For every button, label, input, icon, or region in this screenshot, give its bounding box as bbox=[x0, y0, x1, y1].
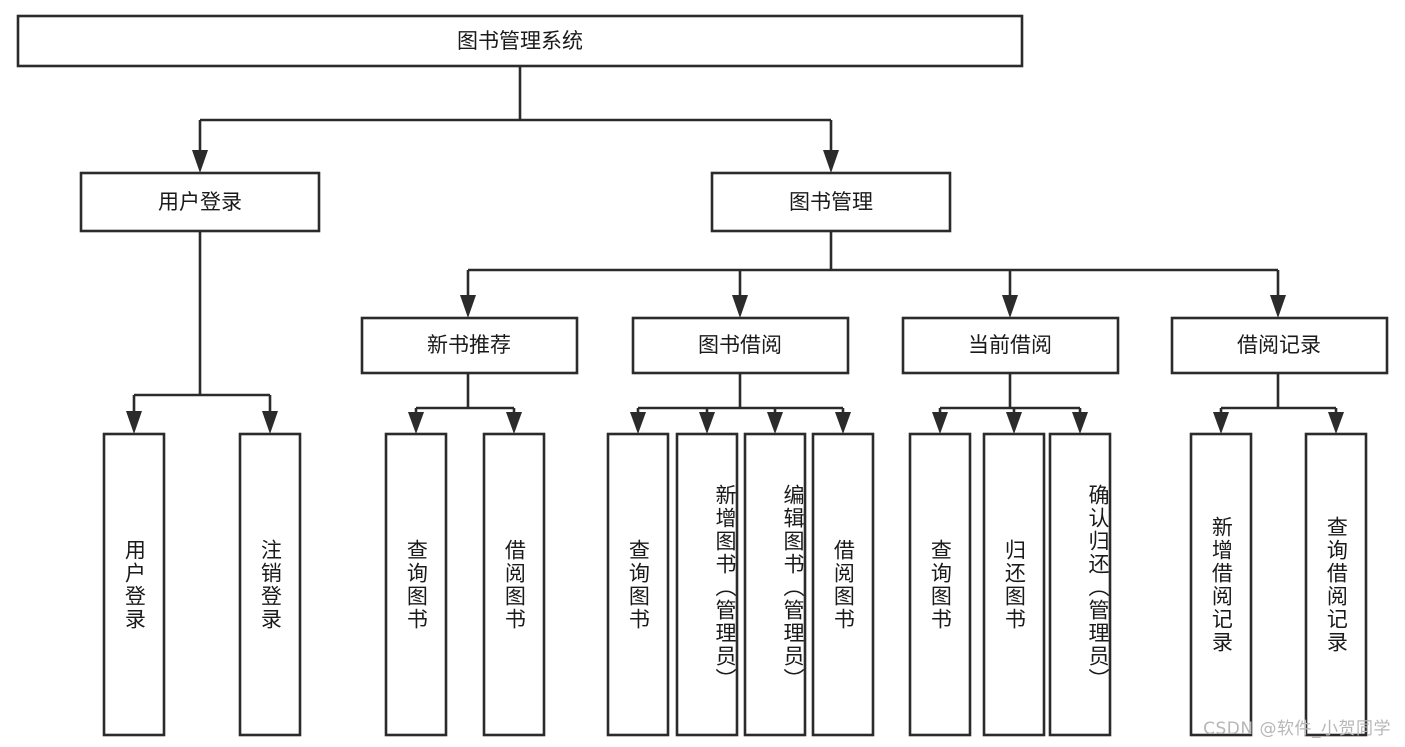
arrow-head-leaf-borrow-book-2 bbox=[835, 412, 851, 434]
node-box-leaf-query-book-1[interactable] bbox=[384, 432, 448, 737]
arrow-head-leaf-logout bbox=[262, 411, 278, 434]
node-label-book-borrow: 图书借阅 bbox=[698, 333, 782, 357]
arrow-head-borrow-record bbox=[1270, 295, 1286, 318]
connector-group bbox=[126, 66, 1344, 434]
node-box-leaf-borrow-book-1[interactable] bbox=[482, 432, 546, 737]
node-box-borrow-record[interactable] bbox=[1170, 316, 1389, 375]
arrow-head-leaf-edit-book bbox=[767, 412, 783, 434]
node-box-leaf-add-book[interactable] bbox=[675, 432, 739, 737]
csdn-watermark: CSDN @软件_小贺同学 bbox=[1203, 719, 1391, 739]
arrow-head-leaf-query-record bbox=[1328, 412, 1344, 434]
node-label-user-login: 用户登录 bbox=[158, 190, 242, 214]
arrow-head-leaf-borrow-book-1 bbox=[506, 412, 522, 434]
node-label-book-manage: 图书管理 bbox=[789, 190, 873, 214]
arrow-head-user-login bbox=[192, 150, 208, 173]
node-label-root: 图书管理系统 bbox=[457, 29, 583, 53]
arrow-head-leaf-user-login bbox=[126, 411, 142, 434]
arrow-head-book-borrow bbox=[732, 295, 748, 318]
node-box-leaf-add-record[interactable] bbox=[1189, 432, 1253, 737]
arrow-head-leaf-query-book-3 bbox=[932, 412, 948, 434]
node-box-leaf-query-book-3[interactable] bbox=[908, 432, 972, 737]
node-box-leaf-confirm-return[interactable] bbox=[1048, 432, 1112, 737]
arrow-head-leaf-add-book bbox=[699, 412, 715, 434]
node-group: 图书管理系统 用户登录 图书管理 新书推荐 图书借阅 当前借阅 借阅记录 bbox=[16, 14, 1389, 737]
arrow-head-current-borrow bbox=[1002, 295, 1018, 318]
node-box-book-manage[interactable] bbox=[710, 171, 952, 233]
node-box-leaf-query-book-2[interactable] bbox=[606, 432, 670, 737]
arrow-head-book-manage bbox=[823, 150, 839, 173]
node-box-user-login[interactable] bbox=[79, 171, 321, 233]
node-label-new-book-recommend: 新书推荐 bbox=[427, 333, 511, 357]
node-box-leaf-user-login[interactable] bbox=[102, 432, 166, 737]
arrow-head-leaf-confirm-return bbox=[1072, 412, 1088, 434]
node-box-new-book-recommend[interactable] bbox=[360, 316, 579, 375]
arrow-head-leaf-query-book-2 bbox=[630, 412, 646, 434]
node-label-current-borrow: 当前借阅 bbox=[968, 333, 1052, 357]
node-box-leaf-borrow-book-2[interactable] bbox=[811, 432, 875, 737]
node-label-borrow-record: 借阅记录 bbox=[1237, 333, 1321, 357]
arrow-head-leaf-return-book bbox=[1006, 412, 1022, 434]
node-box-book-borrow[interactable] bbox=[631, 316, 850, 375]
node-box-current-borrow[interactable] bbox=[901, 316, 1120, 375]
arrow-head-leaf-query-book-1 bbox=[408, 412, 424, 434]
node-box-leaf-logout[interactable] bbox=[238, 432, 302, 737]
node-box-leaf-edit-book[interactable] bbox=[743, 432, 807, 737]
node-box-root[interactable] bbox=[16, 14, 1024, 68]
node-box-leaf-query-record[interactable] bbox=[1304, 432, 1368, 737]
arrow-head-leaf-add-record bbox=[1213, 412, 1229, 434]
node-box-leaf-return-book[interactable] bbox=[982, 432, 1046, 737]
arrow-head-new-book-recommend bbox=[460, 295, 476, 318]
